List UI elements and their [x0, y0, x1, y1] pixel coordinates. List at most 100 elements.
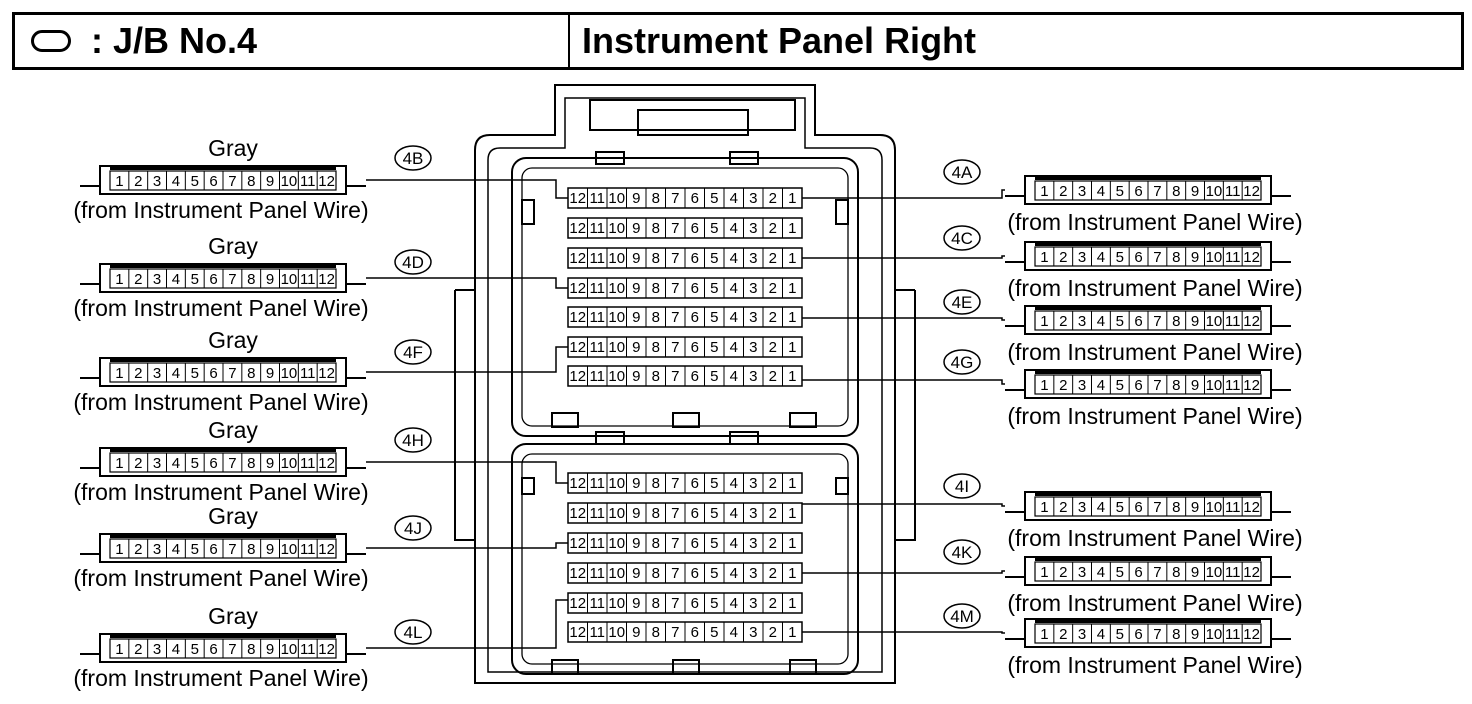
jb-pin-number: 7	[671, 535, 679, 552]
connector-pin-number: 6	[1134, 183, 1142, 200]
jb-pin-number: 4	[730, 535, 738, 552]
connector-lock	[1035, 306, 1261, 310]
connector-source-label: (from Instrument Panel Wire)	[1007, 590, 1302, 616]
junction-block-title-cell: : J/B No.4	[15, 15, 570, 67]
connector-pin-number: 1	[115, 365, 123, 382]
connector-pin-number: 6	[1134, 564, 1142, 581]
connector-source-label: (from Instrument Panel Wire)	[73, 295, 368, 321]
connector-pin-number: 11	[1225, 377, 1241, 394]
jb-pin-number: 5	[710, 505, 718, 522]
connector-pin-number: 5	[1116, 183, 1124, 200]
jb-pin-number: 4	[730, 624, 738, 641]
clip-tab	[729, 151, 759, 165]
jb-pin-number: 2	[769, 475, 777, 492]
jb-pin-number: 11	[589, 220, 605, 237]
leader-line	[366, 179, 568, 199]
connector-pin-number: 1	[1040, 564, 1048, 581]
connector-pin-number: 7	[228, 365, 236, 382]
jb-pin-number: 7	[671, 220, 679, 237]
jb-pin-number: 11	[589, 250, 605, 267]
jb-pin-number: 7	[671, 190, 679, 207]
connector-pin-number: 11	[1225, 313, 1241, 330]
connector-tag-label: 4G	[951, 353, 974, 372]
connector-pin-number: 9	[266, 541, 274, 558]
jb-pin-number: 6	[691, 595, 699, 612]
connector-pin-number: 3	[1078, 377, 1086, 394]
jb-pin-number: 12	[569, 190, 586, 207]
connector-pin-number: 4	[172, 173, 180, 190]
jb-pin-number: 7	[671, 339, 679, 356]
connector-pin-number: 11	[300, 173, 316, 190]
diagram-header: : J/B No.4 Instrument Panel Right	[12, 12, 1464, 70]
connector-tag-label: 4E	[952, 293, 973, 312]
connector-tag-oval	[943, 159, 981, 185]
jb-pin-number: 7	[671, 250, 679, 267]
connector-pin-number: 3	[1078, 499, 1086, 516]
connector-pin-number: 3	[1078, 626, 1086, 643]
jb-pin-number: 10	[608, 624, 625, 641]
jb-pin-number: 12	[569, 309, 586, 326]
jb-pin-number: 1	[788, 535, 796, 552]
connector-pin-number: 11	[300, 365, 316, 382]
connector-pin-number: 8	[1172, 313, 1180, 330]
jb-pin-number: 10	[608, 565, 625, 582]
jb-pin-number: 4	[730, 368, 738, 385]
connector-pin-number: 12	[318, 455, 335, 472]
connector-pin-number: 11	[300, 455, 316, 472]
jb-pin-number: 12	[569, 595, 586, 612]
connector-pin-number: 1	[115, 641, 123, 658]
connector-pin-number: 3	[1078, 183, 1086, 200]
jb-pin-number: 11	[589, 309, 605, 326]
clip-tab	[729, 431, 759, 445]
jb-pin-number: 1	[788, 475, 796, 492]
jb-pin-number: 9	[632, 505, 640, 522]
jb-pin-number: 10	[608, 220, 625, 237]
connector-pin-number: 6	[209, 641, 217, 658]
jb-pin-number: 2	[769, 595, 777, 612]
jb-pin-number: 5	[710, 565, 718, 582]
connector-pin-number: 10	[1206, 313, 1223, 330]
jb-pin-number: 8	[652, 250, 660, 267]
jb-pin-number: 2	[769, 535, 777, 552]
connector-tag-oval	[394, 515, 432, 541]
jb-pin-number: 2	[769, 505, 777, 522]
connector-pin-number: 8	[1172, 626, 1180, 643]
connector-pin-number: 6	[209, 173, 217, 190]
jb-pin-number: 7	[671, 309, 679, 326]
connector-pin-number: 6	[209, 455, 217, 472]
connector-pin-number: 3	[153, 271, 161, 288]
connector-source-label: (from Instrument Panel Wire)	[1007, 339, 1302, 365]
jb-pin-number: 12	[569, 535, 586, 552]
connector-pin-number: 7	[228, 641, 236, 658]
connector-pin-number: 2	[134, 541, 142, 558]
jb-pin-number: 7	[671, 368, 679, 385]
connector-pin-number: 5	[1116, 249, 1124, 266]
jb-pin-number: 8	[652, 565, 660, 582]
left-bracket	[454, 289, 475, 541]
jb-pin-number: 5	[710, 368, 718, 385]
jb-pin-number: 11	[589, 535, 605, 552]
connector-pin-number: 3	[153, 173, 161, 190]
jb-pin-number: 10	[608, 475, 625, 492]
jb-pin-number: 1	[788, 624, 796, 641]
connector-pin-number: 6	[209, 271, 217, 288]
connector-pin-number: 7	[1153, 377, 1161, 394]
jb-pin-number: 6	[691, 250, 699, 267]
connector-pin-number: 3	[153, 455, 161, 472]
jb-pin-number: 8	[652, 624, 660, 641]
connector-pin-number: 7	[1153, 183, 1161, 200]
jb-pin-number: 12	[569, 475, 586, 492]
connector-pin-number: 1	[1040, 377, 1048, 394]
clip-tab	[595, 431, 625, 445]
leader-line	[802, 503, 1005, 507]
leader-line	[802, 189, 1005, 199]
connector-pin-number: 7	[228, 173, 236, 190]
